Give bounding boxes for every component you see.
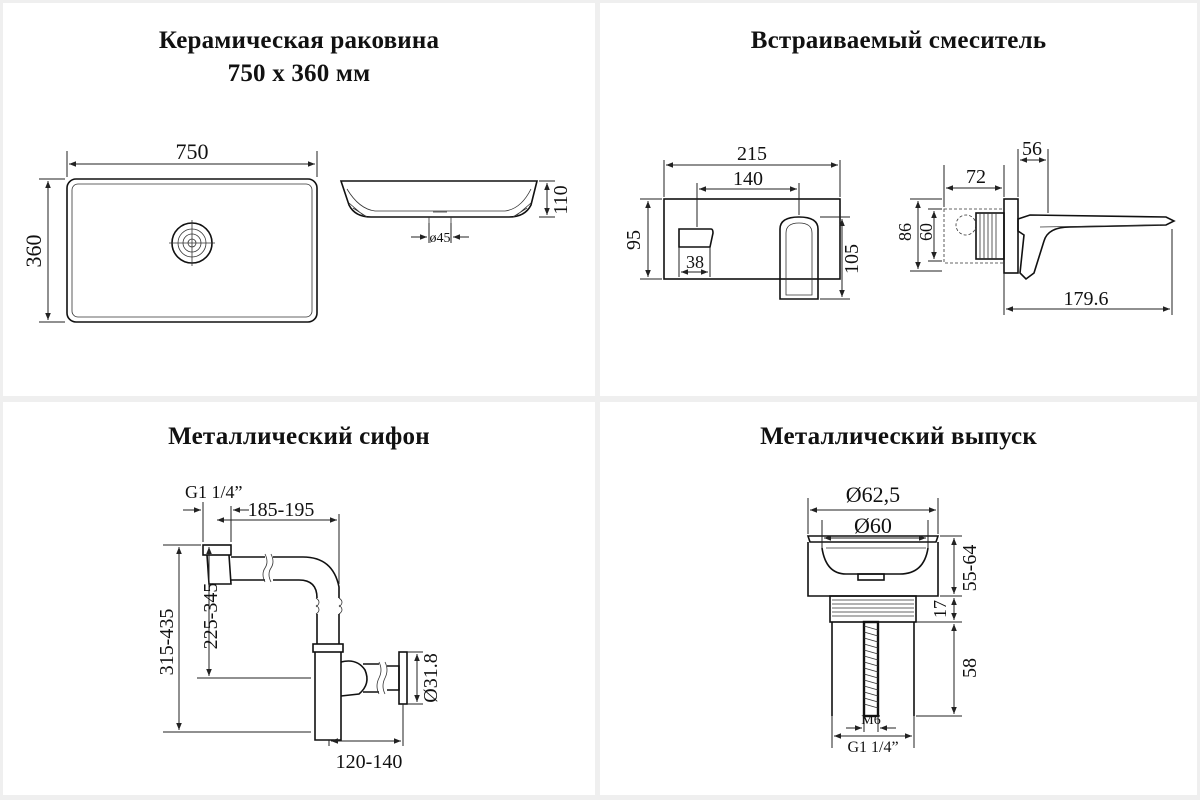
mixer-drawing: 215 140 95 38 105 [623,138,1176,315]
sink-title-size: 750 х 360 мм [227,60,371,87]
dim-siphon-120: 120-140 [336,751,403,773]
dim-siphon-thread: G1 1/4” [185,482,243,502]
outlet-title: Металлический выпуск [760,423,1037,450]
dim-mixer-105: 105 [841,244,863,274]
dim-sink-drain: ø45 [430,231,451,246]
sink-panel: Керамическая раковина 750 х 360 мм 7 [3,3,595,396]
dim-outlet-5564: 55-64 [959,545,981,592]
dim-mixer-38: 38 [686,252,704,272]
sink-side-view [339,180,539,223]
dim-siphon-185: 185-195 [248,499,315,521]
sink-top-view [66,178,318,323]
dim-mixer-140: 140 [733,168,763,190]
mixer-front-view [663,198,841,300]
mixer-title: Встраиваемый смеситель [750,27,1047,54]
mixer-handle [678,228,714,248]
dim-outlet-625: Ø62,5 [846,482,900,507]
mixer-spout [779,216,819,300]
dim-outlet-17: 17 [930,600,950,618]
dim-siphon-31: Ø31.8 [420,653,442,702]
dim-outlet-m6: M6 [861,713,880,728]
siphon-body [202,544,408,741]
mixer-panel: Встраиваемый смеситель 215 140 95 [600,3,1197,396]
outlet-panel: Металлический выпуск Ø62,5 [600,402,1197,795]
dim-mixer-72: 72 [966,166,986,188]
dim-sink-height: 110 [550,185,572,214]
dim-sink-depth: 360 [21,235,46,268]
dim-sink-width: 750 [176,139,209,164]
drain-icon [169,220,215,266]
mixer-side-view [943,198,1176,281]
dim-mixer-179: 179.6 [1064,288,1109,310]
mixer-spout-side [1017,214,1176,281]
siphon-title: Металлический сифон [168,423,430,450]
dim-outlet-g1: G1 1/4” [847,739,898,756]
dim-siphon-225: 225-345 [200,583,222,650]
dim-outlet-58: 58 [959,658,981,678]
dim-mixer-56: 56 [1022,138,1042,160]
outlet-drawing: Ø62,5 Ø60 55-64 17 58 M6 G1 1/4” [806,482,981,756]
sink-drawing: 750 360 110 ø45 [21,139,572,323]
dim-mixer-95: 95 [623,230,645,250]
sink-title-name: Керамическая раковина [158,27,440,54]
siphon-drawing: G1 1/4” 185-195 315-435 225-345 Ø31.8 12… [156,482,442,773]
outlet-body [806,535,940,718]
dim-mixer-86: 86 [895,223,915,241]
dim-siphon-315: 315-435 [156,609,178,676]
dim-outlet-60: Ø60 [854,513,892,538]
dim-mixer-60: 60 [916,223,936,241]
dim-mixer-215: 215 [737,143,767,165]
sink-title: Керамическая раковина 750 х 360 мм [3,24,595,90]
siphon-panel: Металлический сифон [3,402,595,795]
